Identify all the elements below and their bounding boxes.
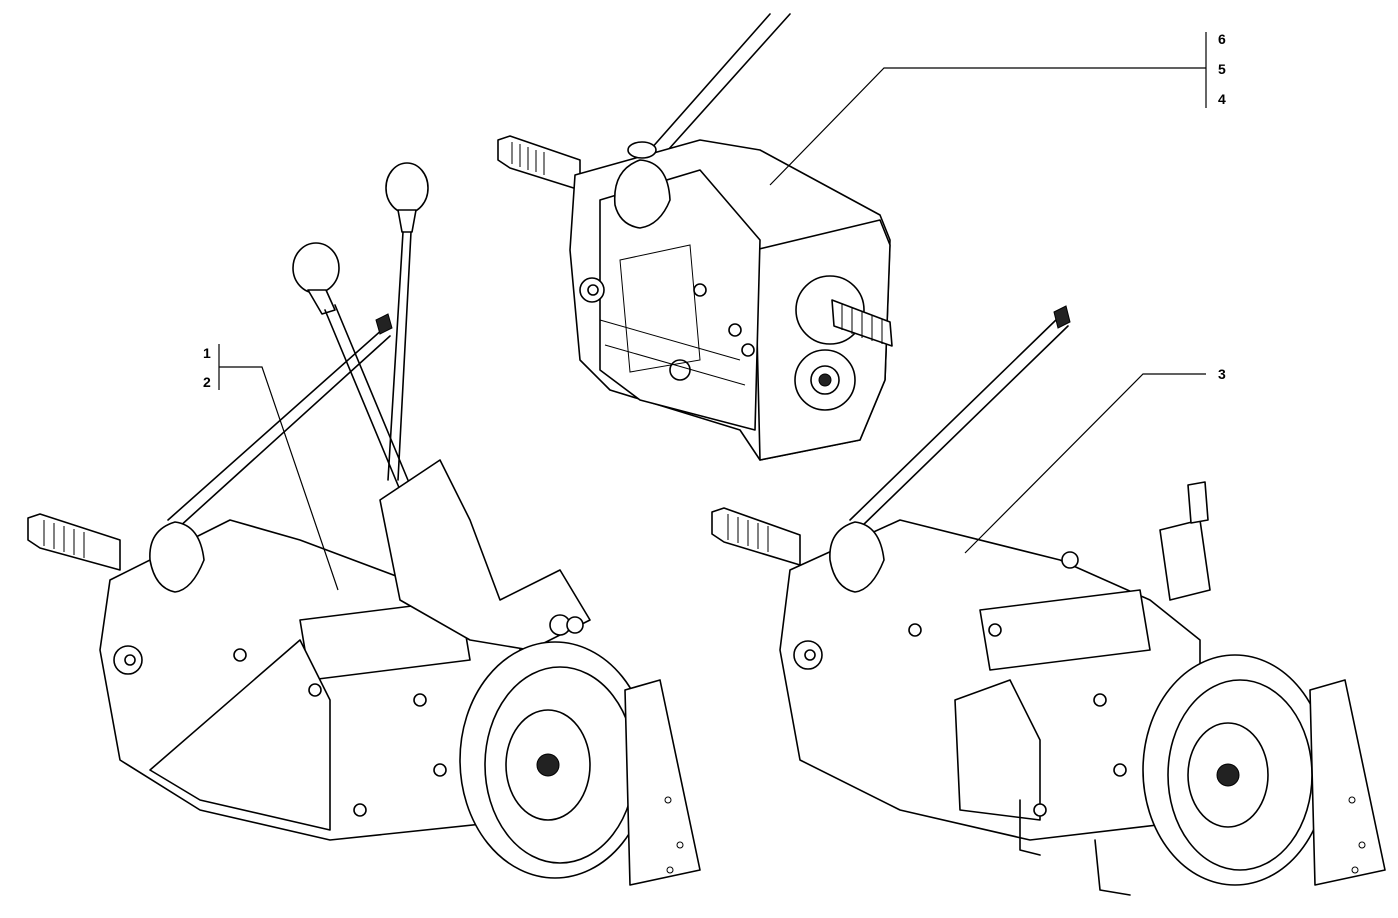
right-speedo-drive — [1159, 519, 1211, 601]
leader-3 — [964, 373, 1206, 554]
callout-4: 4 — [1218, 91, 1226, 107]
leader-12 — [219, 366, 339, 591]
leader-lines — [218, 32, 1207, 591]
right-gearbox — [711, 305, 1386, 896]
left-selector-housing — [379, 459, 591, 651]
left-mount-bracket — [149, 639, 331, 831]
top-lever-boot — [613, 159, 671, 229]
left-knob-lower — [292, 242, 340, 294]
left-rear-bracket — [624, 679, 701, 886]
right-shift-rod — [849, 317, 1069, 529]
left-lever-boot — [149, 521, 205, 593]
left-knob-upper — [385, 162, 429, 214]
left-gearbox — [27, 162, 701, 886]
top-shift-lever — [649, 13, 791, 151]
callout-1: 1 — [203, 345, 211, 361]
top-input-shaft — [497, 135, 581, 191]
right-input-shaft — [711, 507, 801, 566]
callout-2: 2 — [203, 374, 211, 390]
callout-3: 3 — [1218, 366, 1226, 382]
callout-5: 5 — [1218, 61, 1226, 77]
top-gearbox — [497, 13, 893, 461]
right-lever-boot — [829, 521, 885, 593]
leader-5 — [769, 67, 1206, 186]
callout-6: 6 — [1218, 31, 1226, 47]
right-rear-bracket — [1309, 679, 1386, 886]
